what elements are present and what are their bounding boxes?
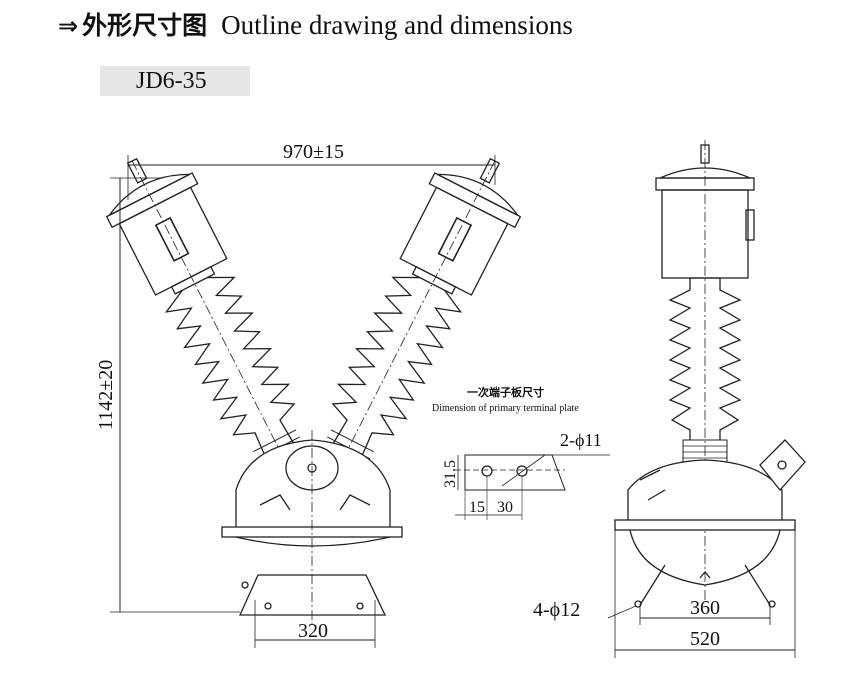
hole-count-label: 2-ϕ11 bbox=[560, 430, 602, 450]
right-insulator bbox=[296, 138, 539, 487]
outer-dimension: 520 bbox=[690, 628, 720, 650]
base-dimension: 320 bbox=[298, 620, 328, 642]
terminal-plate-title-en: Dimension of primary terminal plate bbox=[432, 403, 579, 414]
front-view bbox=[88, 138, 539, 648]
arrow-icon: ⇒ bbox=[58, 12, 79, 40]
width-dimension: 970±15 bbox=[283, 141, 344, 163]
mount-holes-label: 4-ϕ12 bbox=[533, 599, 580, 621]
left-insulator bbox=[88, 138, 331, 487]
inner-dimension: 360 bbox=[690, 597, 720, 619]
terminal-plate-title-cn: 一次端子板尺寸 bbox=[467, 385, 544, 399]
plate-height-label: 31.5 bbox=[442, 460, 459, 488]
side-view bbox=[607, 140, 806, 658]
height-dimension: 1142±20 bbox=[95, 360, 117, 430]
model-label: JD6-35 bbox=[100, 66, 250, 96]
page-title: ⇒外形尺寸图 Outline drawing and dimensions bbox=[58, 6, 573, 42]
title-english: Outline drawing and dimensions bbox=[221, 10, 573, 40]
hole-spacing-label: 30 bbox=[497, 499, 513, 516]
title-chinese: 外形尺寸图 bbox=[82, 11, 208, 40]
terminal-plate-detail bbox=[455, 454, 610, 520]
hole-offset-label: 15 bbox=[469, 499, 485, 516]
